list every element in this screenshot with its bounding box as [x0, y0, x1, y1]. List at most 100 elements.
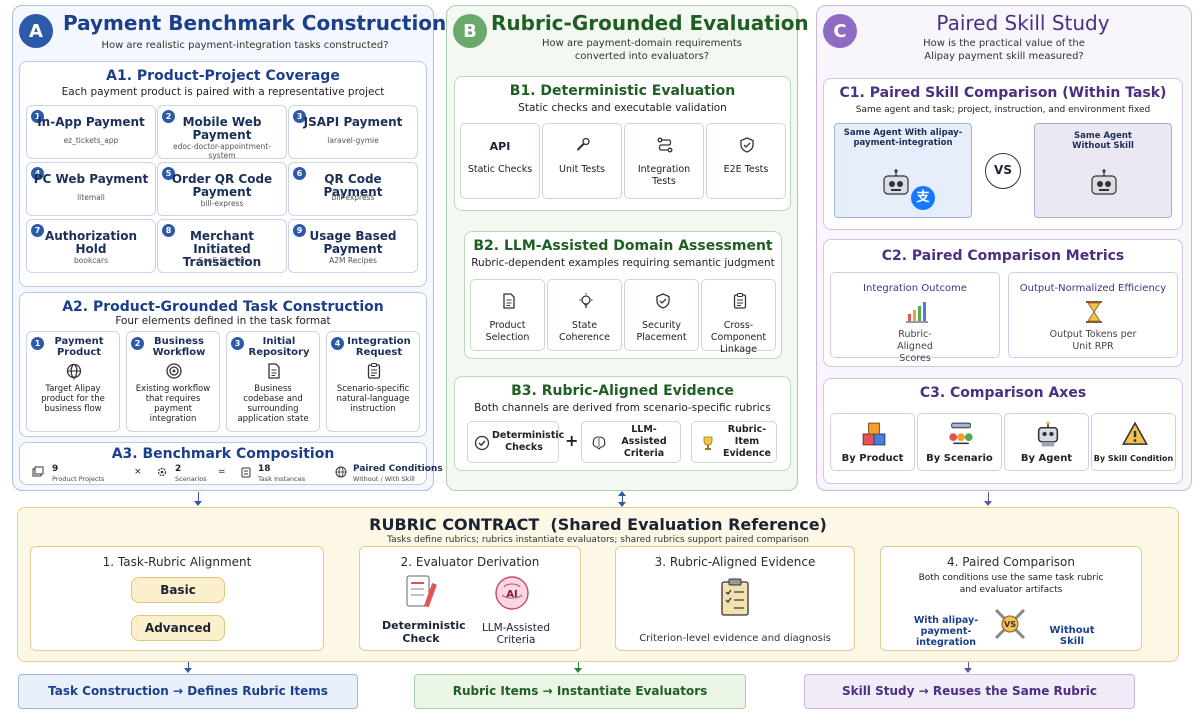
a3-composition-row: 9 Product Projects × 2 Scenarios = 18 Ta… [32, 464, 443, 484]
wrench-icon [574, 136, 592, 158]
product-name: QR Code Payment [323, 172, 383, 199]
axis-tile: By Scenario [917, 413, 1002, 471]
project-name: SaaS Starter [198, 256, 246, 265]
contract-step-2: 2. Evaluator Derivation Deterministic Ch… [359, 546, 581, 651]
arrow-down [968, 662, 969, 670]
project-name: bill-express [200, 199, 244, 208]
product-name: In-App Payment [37, 115, 145, 129]
element-desc: Scenario-specific natural-language instr… [336, 384, 410, 414]
axis-label: By Product [841, 453, 904, 464]
axis-label: By Skill Condition [1093, 454, 1174, 463]
folder-stack-icon [32, 466, 44, 477]
a3-scenarios-label: Scenarios [175, 475, 207, 483]
card-number-badge: 2 [162, 110, 175, 123]
c2-m2-title: Output-Normalized Efficiency [1019, 283, 1167, 294]
bottom-task-construction: Task Construction → Defines Rubric Items [18, 674, 358, 709]
product-name: Authorization Hold [44, 229, 138, 256]
c1-without-skill-card: Same Agent Without Skill [1034, 123, 1172, 218]
step1-title: 1. Task-Rubric Alignment [102, 555, 252, 569]
b2-subtitle: Rubric-dependent examples requiring sema… [471, 257, 775, 269]
axis-label: By Agent [1020, 453, 1073, 464]
c1-vs-badge: VS [985, 153, 1021, 189]
axis-label: By Scenario [926, 453, 993, 464]
basic-pill: Basic [131, 577, 225, 603]
project-name: bill-express [331, 193, 375, 202]
panel-c-badge: C [823, 14, 857, 48]
contract-step-4: 4. Paired Comparison Both conditions use… [880, 546, 1142, 651]
c2-title: C2. Paired Comparison Metrics [881, 248, 1125, 264]
eval-tile: State Coherence [547, 279, 622, 351]
robot-icon [883, 169, 909, 195]
cubes-icon [860, 420, 888, 452]
project-name: ez_tickets_app [63, 136, 119, 145]
arrowhead [618, 491, 626, 496]
b3-llm-tile: LLM-Assisted Criteria [581, 421, 681, 463]
product-name: PC Web Payment [33, 172, 149, 186]
globe-icon [65, 362, 83, 384]
c1-title: C1. Paired Skill Comparison (Within Task… [839, 85, 1167, 101]
tile-label: Product Selection [485, 320, 530, 343]
a3-products-label: Product Projects [52, 475, 105, 483]
step4-desc: Both conditions use the same task rubric… [918, 573, 1104, 595]
project-name: bookcars [74, 256, 108, 265]
product-name: JSAPI Payment [303, 115, 403, 129]
c1-subtitle: Same agent and task; project, instructio… [855, 105, 1151, 115]
arrow-down [188, 662, 189, 670]
element-desc: Existing workflow that requires payment … [135, 384, 211, 424]
c2-m2-desc: Output Tokens per Unit RPR [1049, 329, 1137, 352]
b3-section: B3. Rubric-Aligned Evidence Both channel… [454, 376, 791, 471]
panel-b-badge: B [453, 14, 487, 48]
flow-icon [656, 136, 674, 158]
shield-check-icon [654, 292, 672, 314]
b1-title: B1. Deterministic Evaluation [509, 83, 736, 99]
element-number-badge: 3 [231, 337, 244, 350]
a3-instances-num: 18 [258, 464, 271, 474]
a2-subtitle: Four elements defined in the task format [115, 315, 331, 327]
arrow-c-to-contract [988, 492, 989, 503]
b3-subtitle: Both channels are derived from scenario-… [474, 402, 771, 414]
arrowhead [194, 501, 202, 506]
panel-paired-skill: C Paired Skill Study How is the practica… [816, 5, 1192, 491]
a3-equals: = [218, 467, 226, 477]
c2-m1-desc: Rubric-Aligned Scores [897, 329, 933, 364]
b3-title: B3. Rubric-Aligned Evidence [511, 383, 734, 399]
step4-vs: VS [1004, 620, 1016, 629]
c2-metric-outcome: Integration Outcome Rubric-Aligned Score… [830, 272, 1000, 364]
tile-label: State Coherence [559, 320, 610, 343]
ai-glyph: AI [506, 589, 517, 600]
warning-icon [1121, 420, 1149, 452]
panel-a-subtitle: How are realistic payment-integration ta… [101, 40, 389, 51]
c1-with-label: Same Agent With alipay-payment-integrati… [843, 128, 963, 148]
a3-scenarios-num: 2 [175, 464, 182, 474]
b1-subtitle: Static checks and executable validation [518, 102, 727, 114]
arrowhead [984, 501, 992, 506]
contract-step-3: 3. Rubric-Aligned Evidence Criterion-lev… [615, 546, 855, 651]
a3-instances-label: Task Instances [258, 475, 306, 483]
a3-title: A3. Benchmark Composition [111, 446, 335, 462]
a3-times: × [134, 467, 142, 477]
axis-tile: By Agent [1004, 413, 1089, 471]
eval-tile: Security Placement [624, 279, 699, 351]
target-icon [165, 362, 183, 384]
panel-b-title: Rubric-Grounded Evaluation [491, 11, 809, 35]
panel-a-badge: A [19, 14, 53, 48]
step4-with: With alipay-payment-integration [913, 615, 979, 648]
step2-llm-label: LLM-Assisted Criteria [481, 622, 551, 646]
a1-subtitle: Each payment product is paired with a re… [61, 86, 385, 98]
tile-label: Integration Tests [637, 164, 691, 187]
project-name: edoc-doctor-appointment-system [173, 142, 271, 160]
rubric-contract: RUBRIC CONTRACT (Shared Evaluation Refer… [17, 507, 1179, 662]
card-number-badge: 5 [162, 167, 175, 180]
element-desc: Target Alipay product for the business f… [41, 384, 105, 414]
panel-c-title: Paired Skill Study [936, 11, 1110, 35]
api-icon: API [489, 140, 511, 153]
c2-section: C2. Paired Comparison Metrics Integratio… [823, 239, 1183, 367]
